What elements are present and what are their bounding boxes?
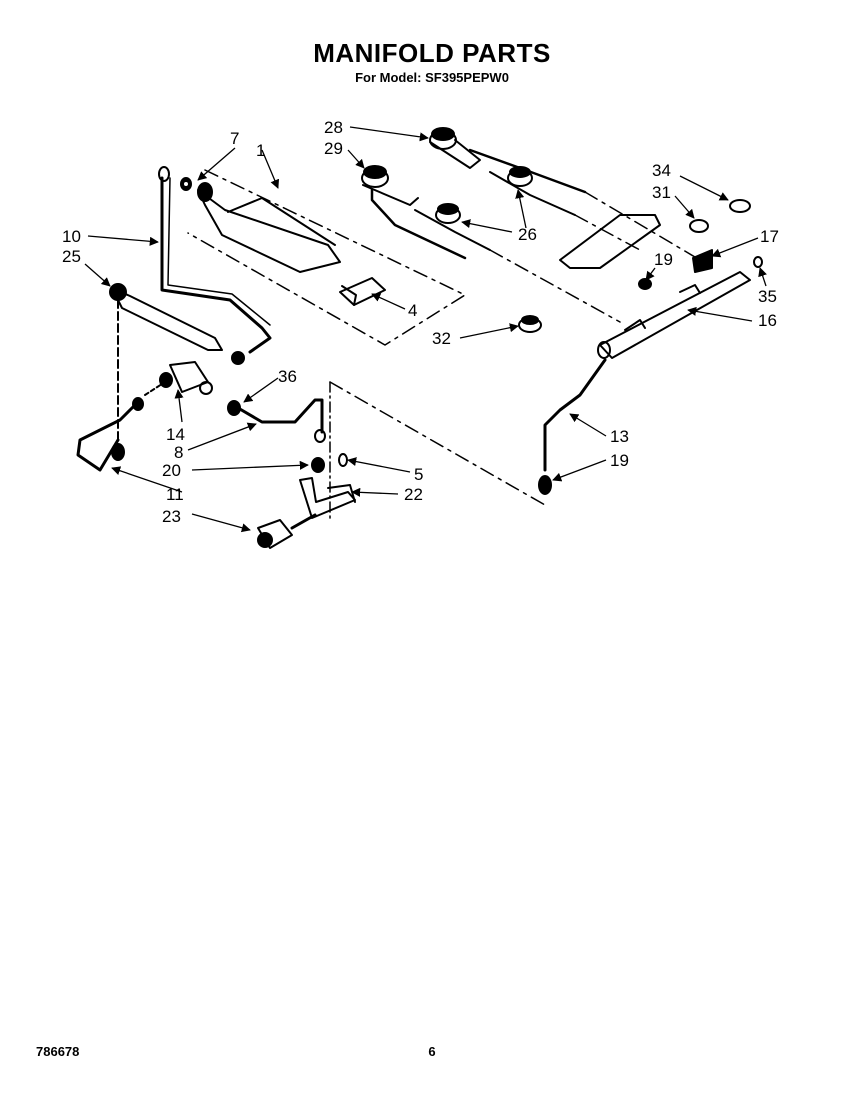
callout-8: 8 — [174, 443, 183, 462]
callout-5: 5 — [414, 465, 423, 484]
page-number: 6 — [428, 1044, 436, 1059]
callout-25: 25 — [62, 247, 81, 266]
callout-7: 7 — [230, 129, 239, 148]
callout-22: 22 — [404, 485, 423, 504]
leader-lines — [84, 126, 767, 533]
callout-32: 32 — [432, 329, 451, 348]
callout-11: 11 — [166, 485, 184, 504]
callout-13: 13 — [610, 427, 629, 446]
callout-17: 17 — [760, 227, 779, 246]
callout-4: 4 — [408, 301, 417, 320]
callout-14: 14 — [166, 425, 185, 444]
callout-20: 20 — [162, 461, 181, 480]
callout-labels: 7 1 28 29 34 31 17 10 25 26 19 35 4 16 3… — [62, 118, 779, 526]
callout-19-upper: 19 — [654, 250, 673, 269]
model-subtitle: For Model: SF395PEPW0 — [355, 70, 509, 85]
callout-10: 10 — [62, 227, 81, 246]
callout-29: 29 — [324, 139, 343, 158]
callout-19-lower: 19 — [610, 451, 629, 470]
callout-1: 1 — [256, 141, 265, 160]
parts-drawing — [76, 127, 763, 549]
callout-26: 26 — [518, 225, 537, 244]
callout-16: 16 — [758, 311, 777, 330]
callout-34: 34 — [652, 161, 671, 180]
callout-36: 36 — [278, 367, 297, 386]
document-number: 786678 — [36, 1044, 80, 1059]
callout-31: 31 — [652, 183, 671, 202]
callout-23: 23 — [162, 507, 181, 526]
callout-35: 35 — [758, 287, 777, 306]
callout-28: 28 — [324, 118, 343, 137]
page-title: MANIFOLD PARTS — [313, 38, 551, 68]
